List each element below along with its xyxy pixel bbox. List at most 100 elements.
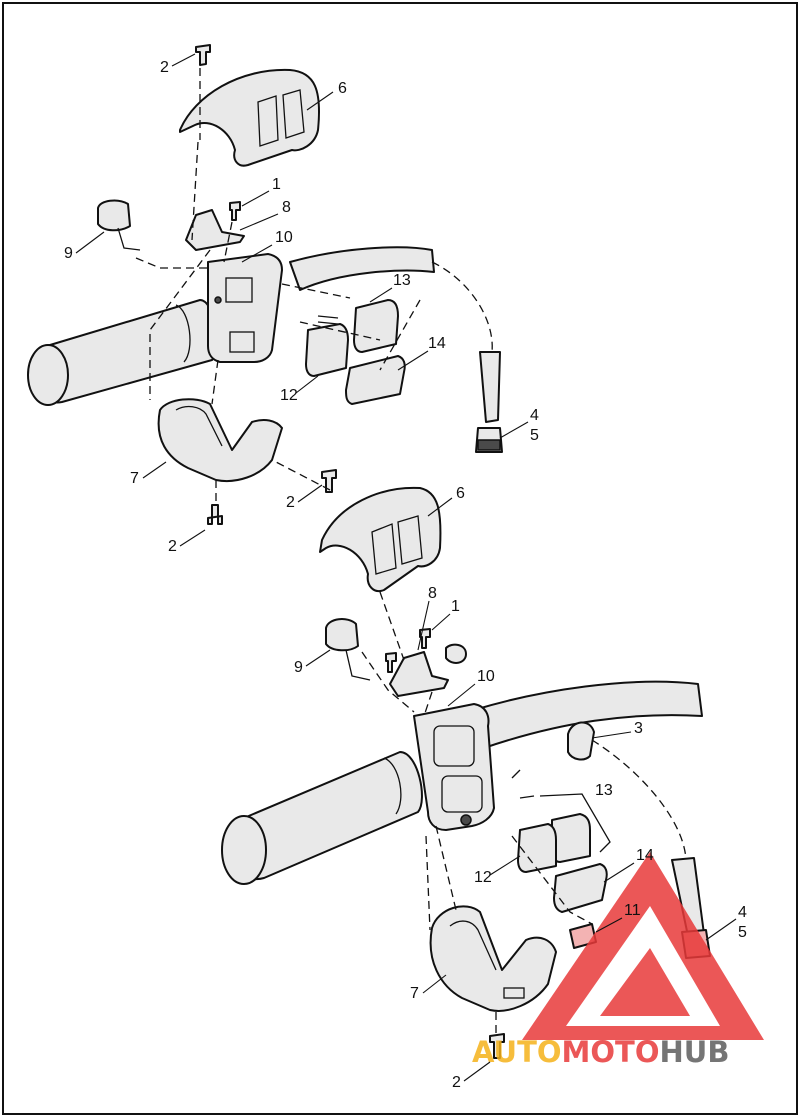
watermark-logo: AUTOMOTOHUB [472,852,764,1069]
callout-label-c1: 2 [160,59,169,76]
lower-handlebar-tube [473,680,703,749]
upper-lower-housing [157,398,283,482]
lower-switch-9 [325,618,359,652]
callout-leader-c22 [603,862,635,883]
callout-leader-c27 [422,974,447,994]
callout-leader-c9 [295,375,319,394]
upper-button-12 [305,323,349,377]
callout-label-c20: 3 [634,720,643,737]
upper-assembly-lines [135,68,331,505]
callout-leader-c6 [241,244,273,263]
upper-housing-slot-a [225,277,253,303]
upper-bracket [185,209,245,251]
callout-leader-c4 [239,213,279,231]
callout-leader-c8 [397,350,429,371]
callout-leader-c1 [171,53,196,67]
upper-switch-9-wire [117,227,141,251]
upper-connector-pins [477,439,501,451]
callout-leader-c7 [369,287,393,303]
callout-label-c25: 4 [738,904,747,921]
callout-label-c19: 10 [477,668,495,685]
callout-leader-c10 [499,421,529,439]
lower-bracket [389,651,449,697]
upper-screw-lower-b [207,504,223,525]
callout-leader-c24 [595,917,623,933]
watermark-wordmark: AUTOMOTOHUB [472,1035,729,1069]
upper-spring-b [317,321,339,325]
callout-label-c2: 6 [338,80,347,97]
upper-switch-cover [179,68,321,167]
callout-label-c22: 14 [636,847,654,864]
lower-lower-housing-inner [449,920,497,971]
callout-label-c23: 12 [474,869,492,886]
upper-button-14 [345,355,406,405]
callout-label-c5: 9 [64,245,73,262]
lower-cover-window-left [371,523,397,575]
callout-leader-c12 [142,461,167,479]
lower-grip-flange [383,757,402,815]
callout-leader-c18 [305,649,331,667]
callout-label-c12: 7 [130,470,139,487]
watermark-moto: MOTO [562,1035,660,1069]
callout-label-c16: 8 [428,585,437,602]
upper-assembly [27,44,503,525]
upper-switch-9 [97,199,131,232]
lower-lower-housing [429,905,557,1012]
upper-screw-lower-a [321,469,337,493]
callout-label-c27: 7 [410,985,419,1002]
lower-housing-slot-b [441,775,483,813]
callout-leader-c25 [705,918,737,941]
callout-label-c24: 11 [624,902,641,919]
lower-button-14 [553,863,608,913]
upper-spring-a [317,315,339,319]
callout-label-c10: 4 [530,407,539,424]
lower-button-13-bracket [539,793,611,853]
upper-bracket-screw [229,201,241,221]
callout-label-c26: 5 [738,924,747,941]
callout-label-c28: 2 [452,1074,461,1091]
callout-label-c13: 2 [286,494,295,511]
callout-leader-c2 [306,91,334,111]
watermark-auto: AUTO [472,1035,562,1069]
upper-grip-flange [175,304,191,363]
upper-handlebar-tube [289,246,435,291]
lower-cover-window-right [397,515,423,565]
callout-leader-c17 [431,613,451,631]
lower-screw-bottom [489,1033,505,1059]
lower-button-12 [517,823,557,873]
callout-label-c18: 9 [294,659,303,676]
callout-label-c11: 5 [530,427,539,444]
watermark-hub: HUB [660,1035,730,1069]
callout-label-c4: 8 [282,199,291,216]
upper-button-outline [281,283,421,371]
lower-button-13-a [551,813,591,863]
callout-label-c17: 1 [451,598,460,615]
callout-label-c7: 13 [393,272,411,289]
callout-label-c21: 13 [595,782,613,799]
upper-screw-top [195,44,211,66]
callout-label-c14: 6 [456,485,465,502]
upper-lower-housing-inner [175,405,223,447]
lower-bracket-screw-a [385,652,397,673]
watermark-triangle-core [600,948,690,1016]
lower-spring-a [511,769,521,779]
lower-clip [445,643,467,664]
lower-grip-end [221,815,267,885]
lower-spring-b [519,795,535,799]
upper-harness-tube [479,351,501,423]
upper-housing-detail [214,296,222,304]
callout-leader-c15 [179,529,206,547]
lower-switch-housing [413,703,495,831]
lower-switch-9-wire [345,649,371,681]
callout-label-c8: 14 [428,335,446,352]
callout-label-c6: 10 [275,229,293,246]
lower-wire-path [591,739,687,861]
lower-housing-slot-a [433,725,475,767]
upper-cover-window-left [257,95,279,147]
upper-switch-housing [207,253,283,363]
lower-housing-lock [503,987,525,999]
callout-leader-c14 [427,497,453,517]
